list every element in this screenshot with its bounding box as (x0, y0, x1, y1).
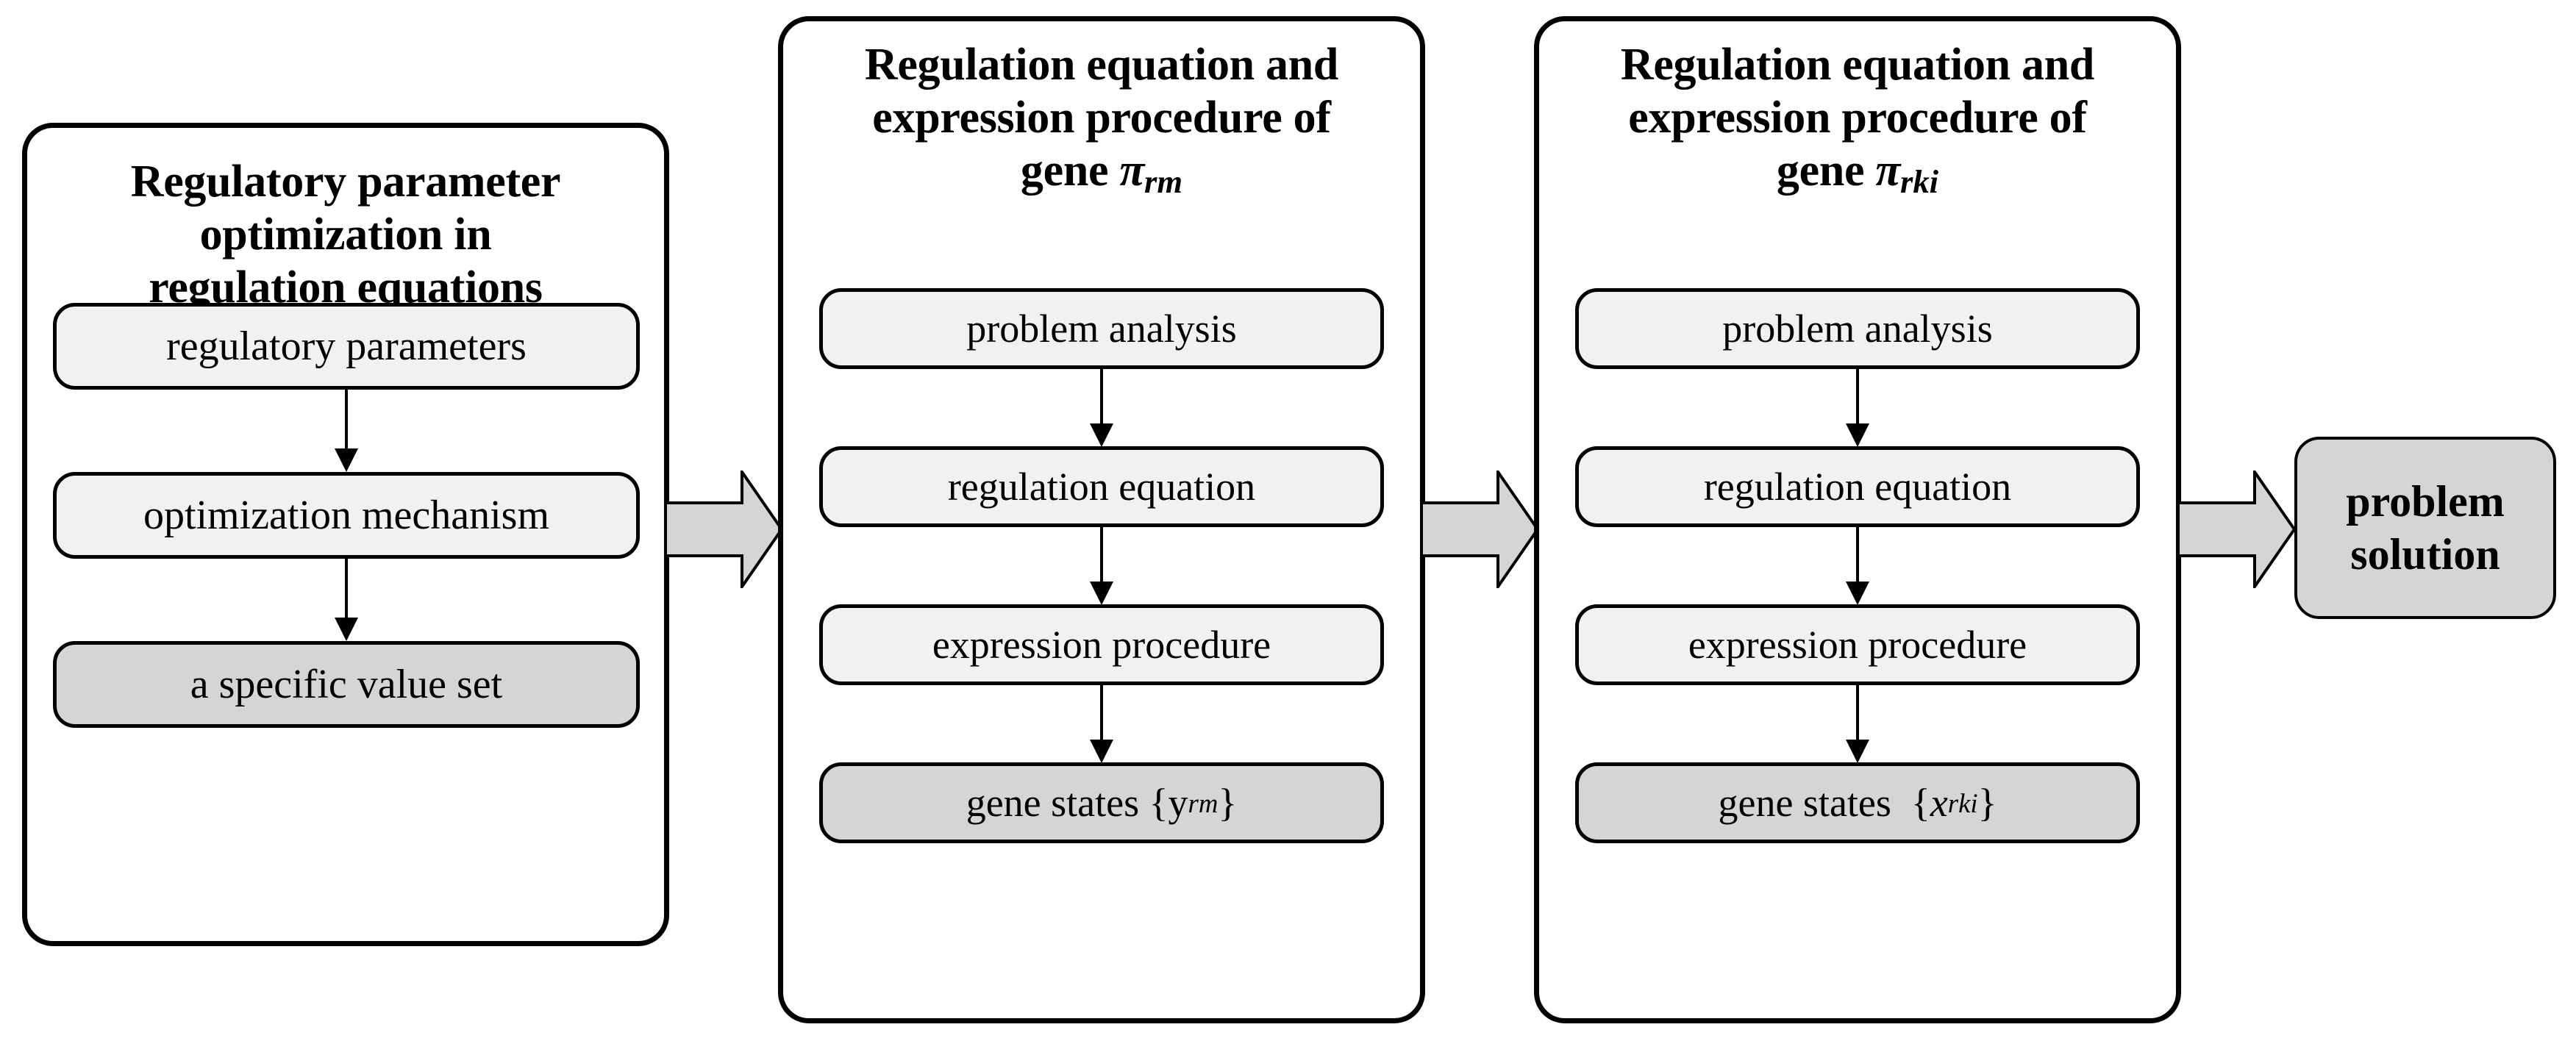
node-regulatory-parameters[interactable]: regulatory parameters (53, 303, 640, 390)
panel-3-title-line-1: Regulation equation and (1620, 40, 2095, 90)
node-optimization-mechanism-label: optimization mechanism (143, 493, 550, 538)
node-p2-regulation-equation-label: regulation equation (947, 465, 1256, 509)
step-arrow-stem (1100, 369, 1103, 425)
problem-solution-line-2: solution (2350, 530, 2500, 579)
panel-3-gene-prefix: gene (1776, 145, 1876, 196)
node-a-specific-value-set-label: a specific value set (190, 662, 503, 707)
stage-transition-arrow-1 (666, 471, 783, 588)
step-arrow-stem (1100, 527, 1103, 583)
step-arrow-head (335, 618, 358, 641)
panel-3-title: Regulation equation and expression proce… (1539, 39, 2176, 201)
panel-2-title-line-1: Regulation equation and (864, 40, 1339, 90)
panel-1-title-line-2: optimization in (199, 209, 492, 260)
step-arrow-head (1090, 740, 1113, 763)
step-arrow-head (1846, 740, 1869, 763)
node-a-specific-value-set[interactable]: a specific value set (53, 641, 640, 728)
step-arrow-stem (1856, 685, 1859, 741)
step-arrow-stem (345, 390, 348, 450)
step-arrow-head (1846, 582, 1869, 605)
panel-2-gene-prefix: gene (1020, 145, 1120, 196)
panel-2-gene-symbol: π (1119, 145, 1144, 196)
panel-2-gene-subscript: rm (1144, 162, 1183, 200)
node-p3-regulation-equation[interactable]: regulation equation (1575, 446, 2140, 527)
step-arrow-stem (1856, 369, 1859, 425)
node-p3-expression-procedure-label: expression procedure (1688, 623, 2027, 667)
step-arrow-head (1090, 423, 1113, 447)
node-p2-expression-procedure-label: expression procedure (932, 623, 1271, 667)
step-arrow-stem (1100, 685, 1103, 741)
panel-3-gene-symbol: π (1875, 145, 1900, 196)
panel-1-title: Regulatory parameter optimization in reg… (27, 156, 664, 315)
node-p3-gene-states-subscript: rki (1947, 787, 1978, 818)
panel-2-title-line-2: expression procedure of (872, 92, 1331, 143)
panel-1-title-line-1: Regulatory parameter (130, 157, 561, 207)
node-p2-problem-analysis[interactable]: problem analysis (819, 288, 1384, 369)
node-p2-regulation-equation[interactable]: regulation equation (819, 446, 1384, 527)
node-p2-expression-procedure[interactable]: expression procedure (819, 604, 1384, 685)
node-p3-expression-procedure[interactable]: expression procedure (1575, 604, 2140, 685)
step-arrow-head (1846, 423, 1869, 447)
node-p3-regulation-equation-label: regulation equation (1703, 465, 2012, 509)
node-p3-gene-states-variable: x (1930, 781, 1948, 825)
step-arrow-head (335, 448, 358, 472)
node-p3-gene-states-suffix: } (1977, 781, 1997, 825)
node-optimization-mechanism[interactable]: optimization mechanism (53, 472, 640, 559)
panel-2-title: Regulation equation and expression proce… (783, 39, 1420, 201)
panel-3-title-line-3: gene πrki (1539, 145, 2176, 201)
stage-transition-arrow-3 (2178, 471, 2296, 588)
problem-solution-line-1: problem (2346, 477, 2505, 526)
step-arrow-head (1090, 582, 1113, 605)
node-p3-problem-analysis[interactable]: problem analysis (1575, 288, 2140, 369)
panel-3-gene-subscript: rki (1900, 162, 1939, 200)
node-p2-gene-states-subscript: rm (1188, 787, 1219, 818)
panel-2-title-line-3: gene πrm (783, 145, 1420, 201)
stage-transition-arrow-2 (1421, 471, 1539, 588)
node-p3-problem-analysis-label: problem analysis (1722, 307, 1993, 351)
step-arrow-stem (345, 559, 348, 619)
node-regulatory-parameters-label: regulatory parameters (166, 323, 527, 369)
panel-3-title-line-2: expression procedure of (1628, 92, 2087, 143)
step-arrow-stem (1856, 527, 1859, 583)
node-p2-problem-analysis-label: problem analysis (966, 307, 1237, 351)
node-p2-gene-states-suffix: } (1218, 781, 1238, 825)
node-p3-gene-states-label: gene states { (1718, 781, 1930, 825)
node-problem-solution[interactable]: problem solution (2294, 437, 2556, 619)
node-p2-gene-states-label: gene states {y (966, 781, 1188, 825)
